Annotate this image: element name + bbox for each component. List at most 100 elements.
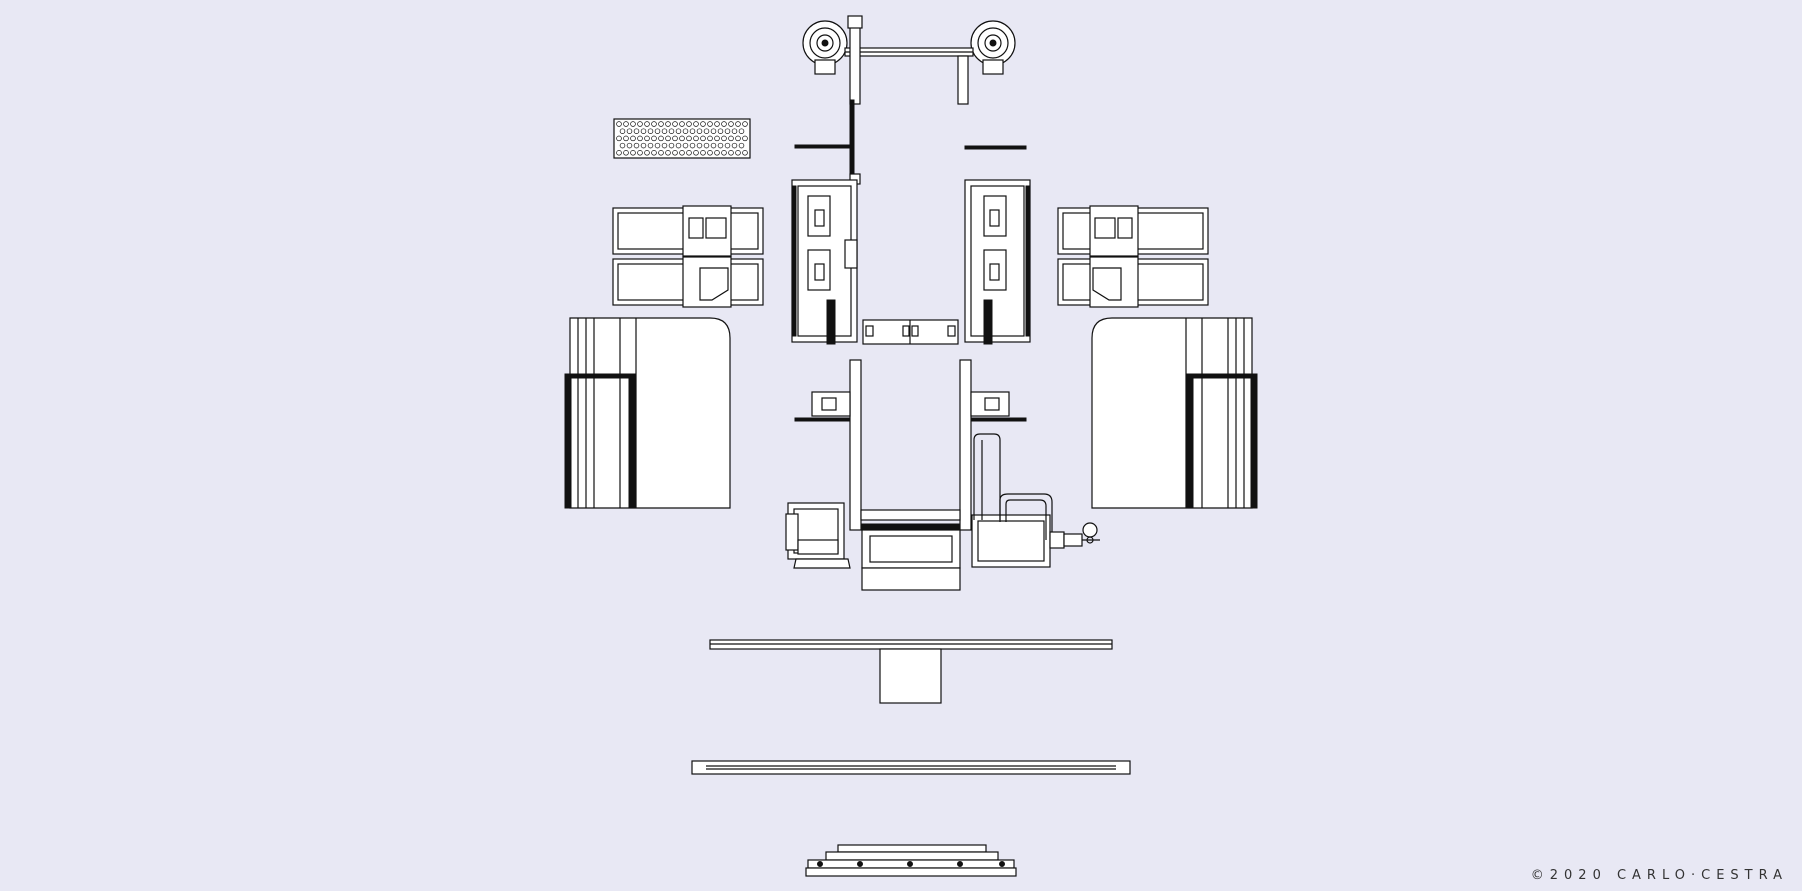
grille-hole (654, 142, 661, 149)
perforated-grille (613, 118, 751, 159)
grille-hole (738, 128, 745, 134)
grille-hole (738, 142, 745, 149)
grille-hole (693, 135, 699, 142)
grille-hole (693, 121, 699, 127)
bottom-mount (805, 844, 1017, 877)
grille-hole (651, 121, 657, 127)
grille-hole (633, 128, 640, 134)
grille-hole (703, 142, 710, 149)
grille-hole (728, 135, 734, 142)
grille-hole (665, 121, 671, 127)
grille-hole (630, 135, 636, 142)
bolt-head (817, 861, 823, 867)
grille-hole (700, 121, 706, 127)
base-plate-lower (691, 760, 1131, 775)
bolt-head (907, 861, 913, 867)
right-hanger-frame (964, 145, 1031, 345)
copyright-notice: ©2020 CARLO·CESTRA (1530, 868, 1788, 883)
grille-hole (686, 150, 692, 156)
grille-hole (651, 135, 657, 142)
grille-hole (707, 121, 713, 127)
grille-hole (686, 135, 692, 142)
grille-hole (668, 128, 675, 134)
grille-hole (668, 142, 675, 149)
grille-hole (721, 135, 727, 142)
grille-hole (665, 150, 671, 156)
grille-hole (672, 135, 678, 142)
grille-hole (728, 150, 734, 156)
grille-hole (689, 142, 696, 149)
grille-hole (700, 135, 706, 142)
grille-hole (647, 128, 654, 134)
grille-hole (735, 135, 741, 142)
bolt-head (957, 861, 963, 867)
grille-hole (658, 150, 664, 156)
grille-hole (658, 121, 664, 127)
grille-hole (721, 121, 727, 127)
grille-hole (742, 121, 748, 127)
grille-hole (654, 128, 661, 134)
right-large-panel (1091, 317, 1258, 509)
grille-hole (710, 128, 717, 134)
grille-hole (672, 121, 678, 127)
grille-hole (679, 150, 685, 156)
grille-hole (644, 121, 650, 127)
grille-hole (619, 142, 626, 149)
grille-hole (637, 121, 643, 127)
grille-hole (616, 135, 622, 142)
grille-hole (616, 150, 622, 156)
grille-hole (714, 150, 720, 156)
grille-hole (735, 150, 741, 156)
grille-hole (707, 135, 713, 142)
grille-hole (679, 121, 685, 127)
left-large-panel (564, 317, 731, 509)
bolt-head (999, 861, 1005, 867)
grille-hole (728, 121, 734, 127)
grille-hole (703, 128, 710, 134)
grille-hole (696, 142, 703, 149)
grille-hole (623, 135, 629, 142)
grille-hole (623, 150, 629, 156)
grille-hole (616, 121, 622, 127)
grille-hole (717, 142, 724, 149)
bolt-head (857, 861, 863, 867)
grille-hole (644, 135, 650, 142)
grille-hole (661, 128, 668, 134)
grille-hole (717, 128, 724, 134)
grille-hole (623, 121, 629, 127)
grille-hole (626, 142, 633, 149)
grille-hole (721, 150, 727, 156)
grille-hole (675, 142, 682, 149)
grille-hole (651, 150, 657, 156)
grille-hole (742, 135, 748, 142)
grille-hole (735, 121, 741, 127)
central-engine-body (785, 359, 1100, 591)
grille-hole (689, 128, 696, 134)
grille-hole (640, 142, 647, 149)
top-wheel-assembly (802, 15, 1016, 105)
grille-hole (700, 150, 706, 156)
grille-hole (724, 128, 731, 134)
grille-hole (714, 121, 720, 127)
grille-hole (647, 142, 654, 149)
grille-hole (637, 150, 643, 156)
grille-hole (724, 142, 731, 149)
grille-hole (682, 128, 689, 134)
grille-hole (644, 150, 650, 156)
right-side-boxes (1057, 205, 1209, 308)
grille-hole (707, 150, 713, 156)
grille-hole (686, 121, 692, 127)
left-hanger-frame (791, 99, 861, 345)
grille-hole (630, 121, 636, 127)
left-side-boxes (612, 205, 764, 308)
grille-hole (731, 142, 738, 149)
grille-hole (630, 150, 636, 156)
grille-hole (661, 142, 668, 149)
grille-hole (696, 128, 703, 134)
grille-hole (672, 150, 678, 156)
grille-hole (714, 135, 720, 142)
grille-hole (742, 150, 748, 156)
grille-hole (633, 142, 640, 149)
base-plate-upper (709, 639, 1113, 704)
grille-hole (626, 128, 633, 134)
